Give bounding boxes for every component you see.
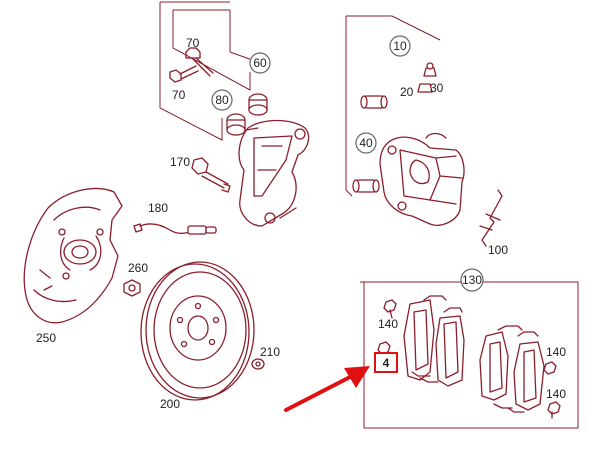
label-20: 20 xyxy=(400,85,414,99)
label-30: 30 xyxy=(430,81,444,95)
leader-frame-right xyxy=(345,15,441,197)
brake-caliper-10 xyxy=(379,132,465,226)
dust-shield-250 xyxy=(23,187,123,324)
bolt-70-upper xyxy=(185,47,214,77)
guide-sleeve-40-upper xyxy=(360,95,388,109)
bushing-80 xyxy=(226,113,246,136)
label-140-left: 140 xyxy=(378,317,398,331)
svg-text:60: 60 xyxy=(253,56,267,70)
svg-text:130: 130 xyxy=(462,273,482,287)
callout-60: 60 xyxy=(249,52,271,74)
svg-text:40: 40 xyxy=(359,136,373,150)
callout-130: 130 xyxy=(460,268,484,292)
spring-clip-100 xyxy=(479,189,503,247)
screw-210 xyxy=(251,358,265,370)
highlighted-part-4[interactable]: 4 xyxy=(374,352,398,373)
guide-sleeve-40-lower xyxy=(352,179,380,193)
label-100: 100 xyxy=(488,243,508,257)
svg-text:4: 4 xyxy=(383,356,390,370)
leader-frame-left xyxy=(159,1,259,141)
callout-80: 80 xyxy=(211,89,233,111)
label-250: 250 xyxy=(36,331,56,345)
bolt-170 xyxy=(191,157,231,193)
screw-260 xyxy=(123,279,141,297)
brake-pad-right-outer xyxy=(479,331,509,401)
pad-clips xyxy=(411,295,539,413)
brake-pad-left-outer xyxy=(403,299,435,381)
red-arrow-icon xyxy=(284,366,370,412)
cap-20 xyxy=(417,83,433,93)
svg-text:10: 10 xyxy=(393,39,407,53)
caliper-carrier xyxy=(238,119,310,227)
label-140-right-lower: 140 xyxy=(546,387,566,401)
bolt-140-kit-right-upper xyxy=(543,361,557,375)
kit-frame-130 xyxy=(360,281,579,429)
brake-pad-left-inner xyxy=(435,315,465,387)
label-260: 260 xyxy=(128,261,148,275)
brake-pad-right-inner xyxy=(513,341,545,411)
svg-text:80: 80 xyxy=(215,93,229,107)
callout-10: 10 xyxy=(389,35,411,57)
bolt-70-lower xyxy=(169,65,199,83)
bushing-60 xyxy=(248,93,268,116)
callout-40: 40 xyxy=(355,132,377,154)
cap-30 xyxy=(423,62,437,77)
label-200: 200 xyxy=(160,397,180,411)
label-180: 180 xyxy=(148,201,168,215)
label-210: 210 xyxy=(260,345,280,359)
label-140-right-upper: 140 xyxy=(546,345,566,359)
bolt-140-kit-right-lower xyxy=(547,401,561,419)
label-70-upper: 70 xyxy=(186,36,200,50)
brake-disc-200 xyxy=(140,261,255,401)
label-170: 170 xyxy=(170,155,190,169)
wear-sensor-180 xyxy=(133,223,217,235)
label-70-lower: 70 xyxy=(172,88,186,102)
bolt-140-kit-top xyxy=(383,299,397,319)
